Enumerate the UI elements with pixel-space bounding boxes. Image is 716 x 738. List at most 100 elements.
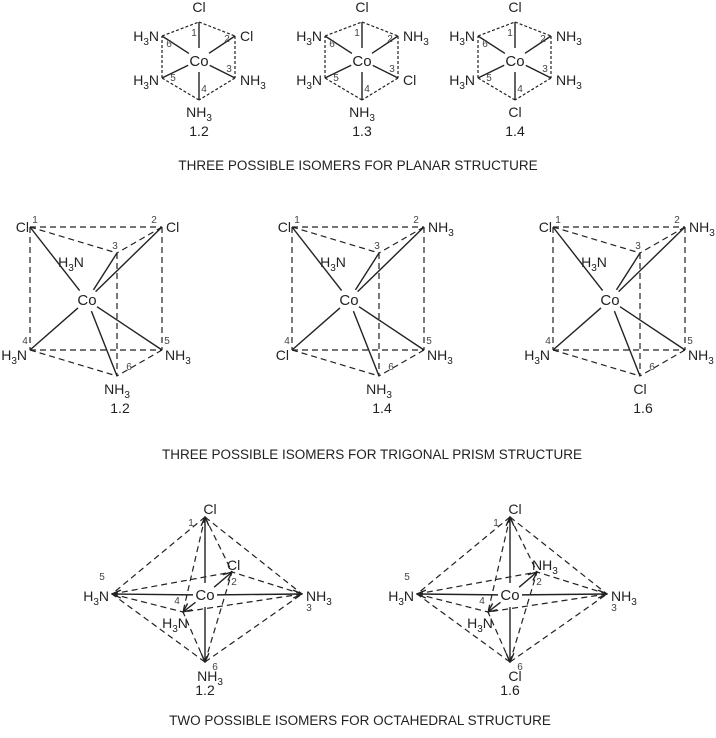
position-number: 1 <box>191 28 197 39</box>
position-number: 2 <box>151 215 157 226</box>
position-number: 6 <box>649 362 655 373</box>
dashed-edge <box>552 226 641 254</box>
dashed-edge <box>378 226 425 254</box>
position-number: 1 <box>32 215 38 226</box>
ligand-label: NH3​ <box>428 219 454 239</box>
position-number: 2 <box>231 577 237 588</box>
position-number: 1 <box>354 28 360 39</box>
dashed-edge <box>639 226 686 254</box>
bond-line <box>96 306 163 351</box>
dashed-edge <box>204 593 303 663</box>
ligand-label: NH3​ <box>556 72 582 92</box>
dashed-edge <box>161 21 200 37</box>
dashed-edge <box>378 349 425 377</box>
position-number: 3 <box>611 603 617 614</box>
position-number: 4 <box>201 84 207 95</box>
bond-line <box>477 64 505 79</box>
bond-line <box>417 594 499 595</box>
dashed-edge <box>509 516 538 573</box>
cobalt-center-label: Co <box>189 53 208 70</box>
ligand-label: Cl <box>508 104 521 120</box>
position-number: 1 <box>294 215 300 226</box>
bond-line <box>477 35 506 55</box>
isomer-caption: 1.2 <box>195 682 215 698</box>
bond-line <box>95 226 163 293</box>
position-number: 5 <box>426 336 432 347</box>
position-number: 3 <box>306 603 312 614</box>
cobalt-center-label: Co <box>352 53 371 70</box>
dashed-edge <box>324 21 363 37</box>
dashed-edge <box>514 21 552 37</box>
dashed-edge <box>536 571 608 595</box>
cobalt-center-label: Co <box>505 53 524 70</box>
ligand-label: NH3​ <box>104 381 130 401</box>
ligand-label: H3​N <box>296 28 322 48</box>
ligand-label: NH3​ <box>403 28 429 48</box>
position-number: 6 <box>482 39 488 50</box>
position-number: 4 <box>479 596 485 607</box>
dashed-edge <box>509 593 608 663</box>
ligand-label: NH3​ <box>197 668 223 688</box>
position-number: 5 <box>486 73 492 84</box>
position-number: 2 <box>536 577 542 588</box>
bond-line <box>324 35 353 55</box>
position-number: 2 <box>224 34 230 45</box>
ligand-label: NH3​ <box>689 219 715 239</box>
bond-line <box>216 594 302 595</box>
ligand-label: H3​N <box>58 254 84 274</box>
dashed-edge <box>509 516 608 595</box>
ligand-label: NH3​ <box>349 104 375 124</box>
bond-line <box>358 306 425 351</box>
isomer-caption: 1.4 <box>505 123 525 139</box>
ligand-label: Cl <box>355 0 368 15</box>
ligand-label: NH3​ <box>532 557 558 577</box>
position-number: 3 <box>374 241 380 252</box>
position-number: 6 <box>329 39 335 50</box>
bond-line <box>209 64 236 79</box>
dashed-edge <box>204 516 233 573</box>
ligand-label: NH3​ <box>427 347 453 367</box>
dashed-edge <box>416 516 511 595</box>
ligand-label: NH3​ <box>366 381 392 401</box>
planar-isomers: CoCl1Cl2NH3​3NH3​4H3​N5H3​N61.2CoCl1NH3​… <box>133 0 582 139</box>
dashed-edge <box>111 593 184 613</box>
ligand-label: Cl <box>403 72 416 88</box>
bond-line <box>90 310 118 377</box>
dashed-edge <box>509 571 538 663</box>
dashed-edge <box>111 571 233 595</box>
dashed-edge <box>29 349 118 377</box>
bond-line <box>291 226 343 291</box>
bond-line <box>615 252 641 291</box>
dashed-edge <box>116 226 163 254</box>
bond-line <box>518 572 537 588</box>
dashed-edge <box>231 571 303 595</box>
ligand-label: Cl <box>508 0 521 15</box>
position-number: 3 <box>635 241 641 252</box>
bond-line <box>324 64 352 79</box>
position-number: 6 <box>388 362 394 373</box>
position-number: 5 <box>687 336 693 347</box>
bond-line <box>525 64 552 79</box>
ligand-label: H3​N <box>449 72 475 92</box>
position-number: 3 <box>542 64 548 75</box>
cobalt-center-label: Co <box>339 292 358 309</box>
bond-line <box>524 35 552 54</box>
position-number: 4 <box>545 336 551 347</box>
ligand-label: Cl <box>508 668 521 684</box>
prism-section-title: THREE POSSIBLE ISOMERS FOR TRIGONAL PRIS… <box>162 447 582 462</box>
bond-line <box>619 306 686 351</box>
position-number: 3 <box>226 64 232 75</box>
position-number: 4 <box>174 596 180 607</box>
bond-line <box>29 226 81 291</box>
ligand-label: NH3​ <box>688 347 714 367</box>
position-number: 6 <box>126 362 132 373</box>
ligand-label: Cl <box>539 219 552 235</box>
dashed-edge <box>29 226 118 254</box>
isomer-caption: 1.2 <box>110 400 130 416</box>
bond-line <box>552 226 604 291</box>
position-number: 2 <box>387 34 393 45</box>
bond-line <box>161 64 189 79</box>
